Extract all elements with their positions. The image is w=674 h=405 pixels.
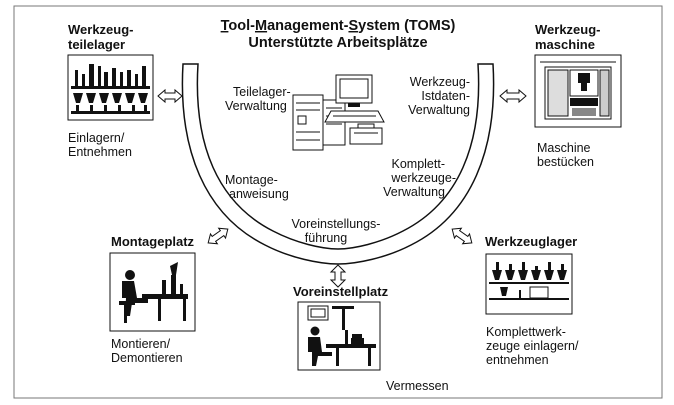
- heading-voreinstellplatz: Voreinstellplatz: [293, 284, 389, 299]
- caption-werkzeuglager-1: Komplettwerk-: [486, 325, 566, 339]
- machine-tool-icon: [534, 54, 622, 128]
- title-text: ool-: [228, 18, 255, 34]
- title-initial: S: [348, 18, 358, 34]
- arrow-voreinstellplatz: [329, 264, 347, 288]
- title-line1: Tool-Management-System (TOMS): [221, 18, 456, 34]
- label-montage-2: anweisung: [229, 187, 289, 201]
- heading-maschine-1: Werkzeug-: [535, 22, 601, 37]
- arrow-teilelager: [157, 88, 183, 104]
- presetting-station-icon: [297, 301, 381, 371]
- caption-voreinstellplatz: Vermessen: [386, 379, 449, 393]
- label-istdaten-1: Werkzeug-: [410, 75, 470, 89]
- label-istdaten-3: Verwaltung: [408, 103, 470, 117]
- label-voreinst-2: führung: [305, 231, 347, 245]
- tool-parts-rack-icon: [67, 54, 154, 121]
- caption-werkzeuglager-3: entnehmen: [486, 353, 549, 367]
- heading-werkzeuglager: Werkzeuglager: [485, 234, 577, 249]
- title-line2: Unterstützte Arbeitsplätze: [248, 35, 427, 51]
- label-teilelager-verwaltung-1: Teilelager-: [233, 85, 291, 99]
- title-initial: T: [221, 18, 230, 34]
- toms-band: [181, 63, 495, 265]
- caption-teilelager-1: Einlagern/: [68, 131, 125, 145]
- title-text: ystem (TOMS): [358, 18, 455, 34]
- label-komplett-1: Komplett-: [392, 157, 446, 171]
- heading-teilelager-1: Werkzeug-: [68, 22, 134, 37]
- caption-werkzeuglager-2: zeuge einlagern/: [486, 339, 579, 353]
- label-voreinst-1: Voreinstellungs-: [292, 217, 381, 231]
- arrow-maschine: [499, 88, 527, 104]
- assembly-workstation-icon: [109, 252, 196, 332]
- arrow-werkzeuglager: [451, 227, 473, 245]
- arrow-montageplatz: [207, 227, 229, 245]
- label-komplett-2: werkzeuge-: [390, 171, 456, 185]
- heading-montageplatz: Montageplatz: [111, 234, 195, 249]
- label-montage-1: Montage-: [225, 173, 278, 187]
- computer-workstation-icon: [292, 74, 385, 151]
- label-teilelager-verwaltung-2: Verwaltung: [225, 99, 287, 113]
- caption-maschine-2: bestücken: [537, 155, 594, 169]
- title-text: anagement-: [267, 18, 349, 34]
- outer-frame: [13, 5, 663, 399]
- heading-maschine-2: maschine: [535, 37, 595, 52]
- heading-teilelager-2: teilelager: [68, 37, 125, 52]
- caption-montageplatz-1: Montieren/: [111, 337, 171, 351]
- caption-teilelager-2: Entnehmen: [68, 145, 132, 159]
- caption-maschine-1: Maschine: [537, 141, 591, 155]
- label-istdaten-2: Istdaten-: [421, 89, 470, 103]
- label-komplett-3: Verwaltung: [383, 185, 445, 199]
- caption-montageplatz-2: Demontieren: [111, 351, 183, 365]
- tool-storage-rack-icon: [485, 253, 573, 315]
- title-initial: M: [255, 18, 267, 34]
